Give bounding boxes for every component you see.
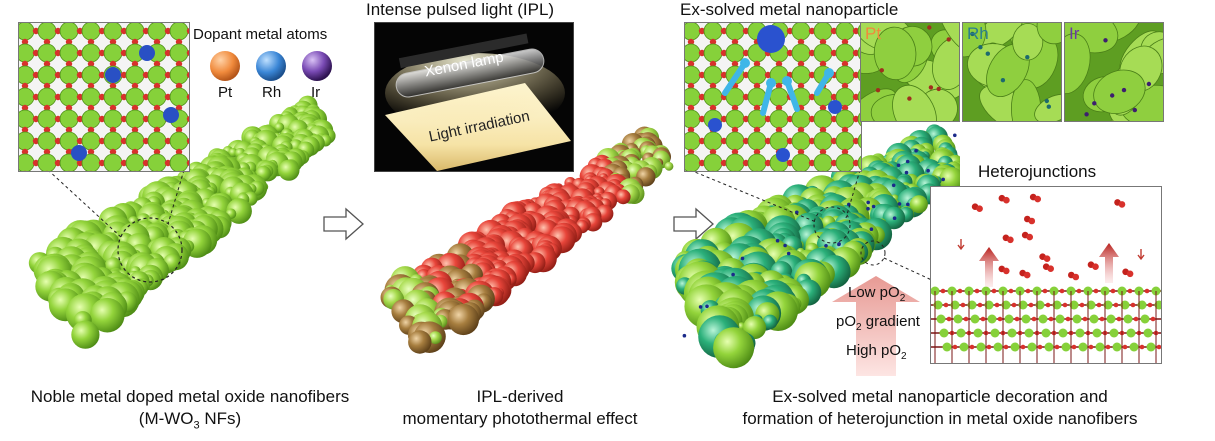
ir-nanoparticle-micrograph [1064,22,1164,122]
caption-line: momentary photothermal effect [402,409,638,428]
caption-line: formation of heterojunction in metal oxi… [742,409,1138,428]
pt-micrograph-illustration [861,23,959,121]
process-arrow-icon [323,207,364,241]
panel1-caption: Noble metal doped metal oxide nanofibers… [0,386,380,436]
heterojunction-illustration [931,193,1161,363]
po2-gradient-arrow-icon [832,276,920,376]
high-po2-label: High pO2 [846,342,907,362]
heterojunctions-title: Heterojunctions [978,162,1097,181]
label-text: pO [836,313,857,330]
subscript: 2 [901,351,907,362]
lamp-illustration [385,33,571,171]
rh-micrograph-illustration [963,23,1061,121]
panel3-caption: Ex-solved metal nanoparticle decoration … [680,386,1200,430]
subscript: 3 [193,419,200,432]
caption-text: (M-WO [138,409,194,428]
panel-ipl-treatment: Intense pulsed light (IPL) [360,0,680,441]
dopant-atoms-legend [210,51,332,81]
ipl-nanofiber-illustration [380,126,674,354]
exsolution-lattice-illustration [685,23,861,171]
dopant-name-rh: Rh [262,84,282,101]
subscript: 2 [899,293,906,304]
caption-line: (M-WO3 NFs) [0,408,380,436]
metal-label-rh: Rh [967,24,989,43]
pt-atom-icon [210,51,240,81]
label-text: High pO [846,342,902,359]
subscript: 2 [856,322,862,333]
rh-atom-icon [256,51,286,81]
metal-label-pt: Pt [865,24,882,43]
dopant-name-pt: Pt [218,84,233,101]
label-text: Low pO [848,284,900,301]
panel3-title: Ex-solved metal nanoparticle [680,0,899,19]
exsolution-lattice-inset [684,22,862,172]
rh-nanoparticle-micrograph [962,22,1062,122]
po2-gradient-label: pO2 gradient [836,313,920,333]
dopant-name-ir: Ir [311,84,321,101]
panel2-title: Intense pulsed light (IPL) [366,0,555,19]
lattice-illustration [19,23,189,171]
caption-text: NFs) [199,409,242,428]
xenon-lamp-inset [374,22,574,172]
dopant-lattice-inset [18,22,190,172]
caption-line: IPL-derived [476,387,564,406]
dopant-label: Dopant metal atoms [193,26,328,43]
metal-label-ir: Ir [1069,24,1080,43]
heterojunction-inset [930,186,1162,364]
panel2-caption: IPL-derived momentary photothermal effec… [360,386,680,430]
caption-line: Noble metal doped metal oxide nanofibers [30,387,350,406]
doped-nanofiber-illustration [28,95,336,349]
exsolved-nanofiber-illustration [671,124,960,369]
ir-atom-icon [302,51,332,81]
panel-exsolution: Ex-solved metal nanoparticle [660,0,1215,441]
label-text: gradient [861,313,920,330]
pt-nanoparticle-micrograph [860,22,960,122]
panel-doped-nanofiber: Dopant metal atoms Pt Rh Ir Noble metal … [0,0,380,441]
ir-micrograph-illustration [1065,23,1163,121]
process-arrow-icon [673,207,714,241]
caption-line: Ex-solved metal nanoparticle decoration … [772,387,1108,406]
low-po2-label: Low pO2 [848,284,905,304]
